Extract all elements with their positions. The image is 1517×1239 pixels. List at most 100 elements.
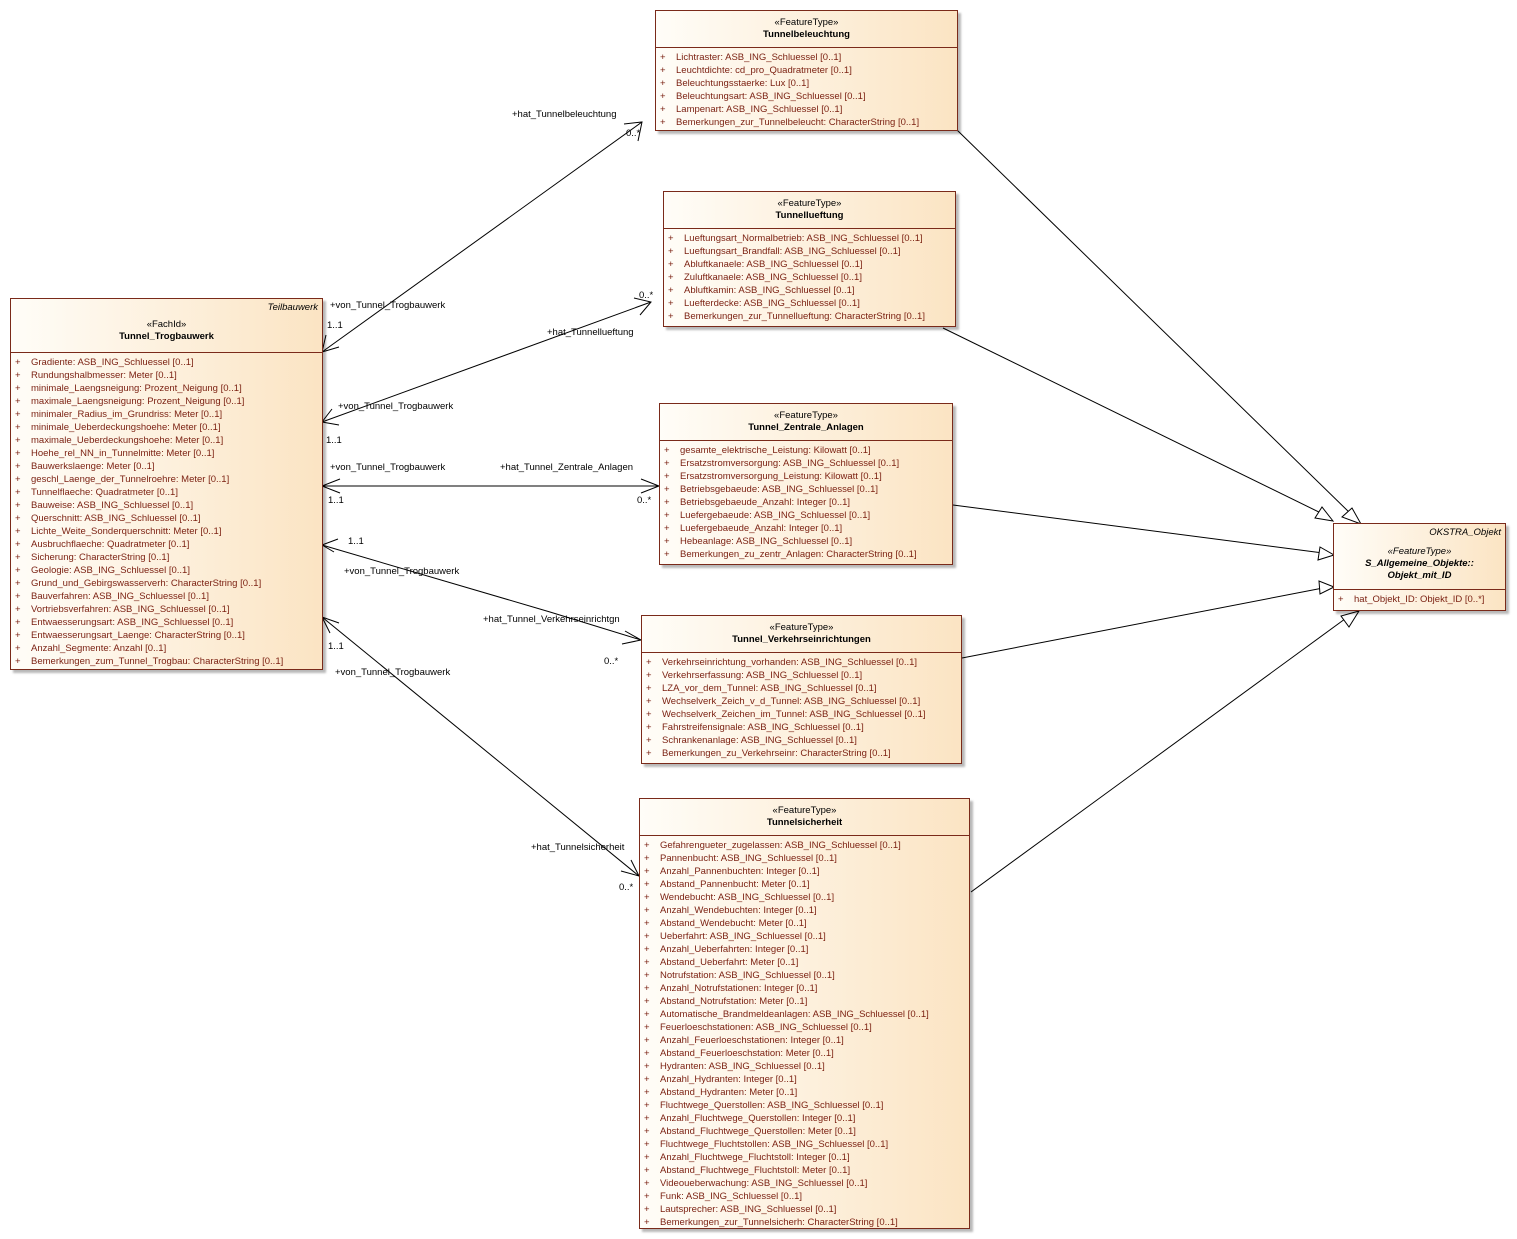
class-tunnel-verkehrseinrichtungen[interactable]: «FeatureType» Tunnel_Verkehrseinrichtung… — [641, 615, 962, 764]
attribute-row[interactable]: +Bemerkungen_zur_Tunnelbeleucht: Charact… — [656, 116, 957, 129]
assoc-line-beleuchtung[interactable] — [321, 121, 643, 353]
class-tunnelsicherheit[interactable]: «FeatureType» Tunnelsicherheit +Gefahren… — [639, 798, 970, 1229]
attribute-row[interactable]: +Tunnelflaeche: Quadratmeter [0..1] — [11, 486, 322, 499]
attribute-row[interactable]: +Funk: ASB_ING_Schluessel [0..1] — [640, 1190, 969, 1203]
attribute-row[interactable]: +Rundungshalbmesser: Meter [0..1] — [11, 369, 322, 382]
attribute-row[interactable]: +Abluftkamin: ASB_ING_Schluessel [0..1] — [664, 284, 955, 297]
attribute-row[interactable]: +Querschnitt: ASB_ING_Schluessel [0..1] — [11, 512, 322, 525]
attribute-row[interactable]: +Gefahrengueter_zugelassen: ASB_ING_Schl… — [640, 839, 969, 852]
attribute-row[interactable]: +geschl_Laenge_der_Tunnelroehre: Meter [… — [11, 473, 322, 486]
attribute-row[interactable]: +Entwaesserungsart_Laenge: CharacterStri… — [11, 629, 322, 642]
attribute-row[interactable]: +Abstand_Feuerloeschstation: Meter [0..1… — [640, 1047, 969, 1060]
attribute-row[interactable]: +Automatische_Brandmeldeanlagen: ASB_ING… — [640, 1008, 969, 1021]
assoc-line-sicherheit[interactable] — [321, 616, 640, 877]
attribute-row[interactable]: +Anzahl_Fluchtwege_Querstollen: Integer … — [640, 1112, 969, 1125]
attribute-row[interactable]: +Lichtraster: ASB_ING_Schluessel [0..1] — [656, 51, 957, 64]
attribute-row[interactable]: +Gradiente: ASB_ING_Schluessel [0..1] — [11, 356, 322, 369]
attribute-row[interactable]: +Anzahl_Fluchtwege_Fluchtstoll: Integer … — [640, 1151, 969, 1164]
class-tunnel-trogbauwerk[interactable]: Teilbauwerk «FachId» Tunnel_Trogbauwerk … — [10, 298, 323, 670]
attribute-row[interactable]: +Sicherung: CharacterString [0..1] — [11, 551, 322, 564]
attribute-row[interactable]: +Abstand_Fluchtwege_Querstollen: Meter [… — [640, 1125, 969, 1138]
attribute-row[interactable]: +Anzahl_Wendebuchten: Integer [0..1] — [640, 904, 969, 917]
attribute-row[interactable]: +Bemerkungen_zu_zentr_Anlagen: Character… — [660, 548, 952, 561]
attribute-row[interactable]: +Wechselverk_Zeich_v_d_Tunnel: ASB_ING_S… — [642, 695, 961, 708]
attribute-row[interactable]: +Anzahl_Ueberfahrten: Integer [0..1] — [640, 943, 969, 956]
attribute-row[interactable]: +Lueftungsart_Normalbetrieb: ASB_ING_Sch… — [664, 232, 955, 245]
attribute-row[interactable]: +Bemerkungen_zur_Tunnellueftung: Charact… — [664, 310, 955, 323]
attribute-row[interactable]: +hat_Objekt_ID: Objekt_ID [0..*] — [1334, 593, 1505, 606]
attribute-row[interactable]: +Bauwerkslaenge: Meter [0..1] — [11, 460, 322, 473]
attribute-row[interactable]: +Hoehe_rel_NN_in_Tunnelmitte: Meter [0..… — [11, 447, 322, 460]
attribute-row[interactable]: +Wendebucht: ASB_ING_Schluessel [0..1] — [640, 891, 969, 904]
class-tunnelbeleuchtung[interactable]: «FeatureType» Tunnelbeleuchtung +Lichtra… — [655, 10, 958, 131]
attribute-row[interactable]: +Ersatzstromversorgung_Leistung: Kilowat… — [660, 470, 952, 483]
attribute-row[interactable]: +Luefterdecke: ASB_ING_Schluessel [0..1] — [664, 297, 955, 310]
attribute-row[interactable]: +Bauweise: ASB_ING_Schluessel [0..1] — [11, 499, 322, 512]
class-tunnel-zentrale-anlagen[interactable]: «FeatureType» Tunnel_Zentrale_Anlagen +g… — [659, 403, 953, 565]
attribute-row[interactable]: +Wechselverk_Zeichen_im_Tunnel: ASB_ING_… — [642, 708, 961, 721]
generalization-line-sicherheit[interactable] — [970, 615, 1350, 893]
attribute-row[interactable]: +minimaler_Radius_im_Grundriss: Meter [0… — [11, 408, 322, 421]
attribute-row[interactable]: +Abstand_Ueberfahrt: Meter [0..1] — [640, 956, 969, 969]
attribute-row[interactable]: +Lampenart: ASB_ING_Schluessel [0..1] — [656, 103, 957, 116]
attribute-row[interactable]: +Ausbruchflaeche: Quadratmeter [0..1] — [11, 538, 322, 551]
class-objekt-mit-id[interactable]: OKSTRA_Objekt «FeatureType» S_Allgemeine… — [1333, 523, 1506, 611]
attribute-row[interactable]: +Lichte_Weite_Sonderquerschnitt: Meter [… — [11, 525, 322, 538]
generalization-line-verkehr[interactable] — [961, 587, 1324, 659]
generalization-line-beleuchtung[interactable] — [956, 129, 1353, 516]
attribute-row[interactable]: +Hydranten: ASB_ING_Schluessel [0..1] — [640, 1060, 969, 1073]
attribute-row[interactable]: +Bemerkungen_zu_Verkehrseinr: CharacterS… — [642, 747, 961, 760]
attribute-row[interactable]: +Zuluftkanaele: ASB_ING_Schluessel [0..1… — [664, 271, 955, 284]
assoc-line-lueftung[interactable] — [321, 301, 652, 423]
attribute-row[interactable]: +Verkehrseinrichtung_vorhanden: ASB_ING_… — [642, 656, 961, 669]
class-tunnellueftung[interactable]: «FeatureType» Tunnellueftung +Lueftungsa… — [663, 191, 956, 327]
attribute-row[interactable]: +Beleuchtungsstaerke: Lux [0..1] — [656, 77, 957, 90]
attribute-row[interactable]: +Notrufstation: ASB_ING_Schluessel [0..1… — [640, 969, 969, 982]
attribute-row[interactable]: +minimale_Ueberdeckungshoehe: Meter [0..… — [11, 421, 322, 434]
generalization-line-zentrale[interactable] — [952, 504, 1324, 554]
attribute-row[interactable]: +Entwaesserungsart: ASB_ING_Schluessel [… — [11, 616, 322, 629]
attribute-row[interactable]: +Schrankenanlage: ASB_ING_Schluessel [0.… — [642, 734, 961, 747]
attribute-row[interactable]: +Luefergebaeude_Anzahl: Integer [0..1] — [660, 522, 952, 535]
attribute-row[interactable]: +Bemerkungen_zur_Tunnelsicherh: Characte… — [640, 1216, 969, 1229]
attribute-row[interactable]: +Geologie: ASB_ING_Schluessel [0..1] — [11, 564, 322, 577]
attribute-row[interactable]: +Verkehrserfassung: ASB_ING_Schluessel [… — [642, 669, 961, 682]
attribute-row[interactable]: +Anzahl_Hydranten: Integer [0..1] — [640, 1073, 969, 1086]
attribute-row[interactable]: +gesamte_elektrische_Leistung: Kilowatt … — [660, 444, 952, 457]
attribute-row[interactable]: +Grund_und_Gebirgswasserverh: CharacterS… — [11, 577, 322, 590]
attribute-row[interactable]: +minimale_Laengsneigung: Prozent_Neigung… — [11, 382, 322, 395]
attribute-row[interactable]: +Ersatzstromversorgung: ASB_ING_Schluess… — [660, 457, 952, 470]
attribute-row[interactable]: +Luefergebaeude: ASB_ING_Schluessel [0..… — [660, 509, 952, 522]
attribute-row[interactable]: +Hebeanlage: ASB_ING_Schluessel [0..1] — [660, 535, 952, 548]
attribute-row[interactable]: +Bauverfahren: ASB_ING_Schluessel [0..1] — [11, 590, 322, 603]
attribute-row[interactable]: +Anzahl_Notrufstationen: Integer [0..1] — [640, 982, 969, 995]
attribute-row[interactable]: +Anzahl_Feuerloeschstationen: Integer [0… — [640, 1034, 969, 1047]
attribute-row[interactable]: +Videoueberwachung: ASB_ING_Schluessel [… — [640, 1177, 969, 1190]
attribute-row[interactable]: +Abstand_Pannenbucht: Meter [0..1] — [640, 878, 969, 891]
attribute-row[interactable]: +Vortriebsverfahren: ASB_ING_Schluessel … — [11, 603, 322, 616]
attribute-row[interactable]: +Fahrstreifensignale: ASB_ING_Schluessel… — [642, 721, 961, 734]
attribute-row[interactable]: +Abstand_Notrufstation: Meter [0..1] — [640, 995, 969, 1008]
attribute-row[interactable]: +Fluchtwege_Querstollen: ASB_ING_Schlues… — [640, 1099, 969, 1112]
attribute-row[interactable]: +Lautsprecher: ASB_ING_Schluessel [0..1] — [640, 1203, 969, 1216]
generalization-line-lueftung[interactable] — [942, 327, 1328, 517]
assoc-line-verkehr[interactable] — [321, 544, 642, 641]
attribute-row[interactable]: +Beleuchtungsart: ASB_ING_Schluessel [0.… — [656, 90, 957, 103]
attribute-row[interactable]: +Abstand_Fluchtwege_Fluchtstoll: Meter [… — [640, 1164, 969, 1177]
attribute-row[interactable]: +Bemerkungen_zum_Tunnel_Trogbau: Charact… — [11, 655, 322, 668]
attribute-row[interactable]: +Fluchtwege_Fluchtstollen: ASB_ING_Schlu… — [640, 1138, 969, 1151]
attribute-row[interactable]: +Pannenbucht: ASB_ING_Schluessel [0..1] — [640, 852, 969, 865]
attribute-row[interactable]: +Lueftungsart_Brandfall: ASB_ING_Schlues… — [664, 245, 955, 258]
attribute-row[interactable]: +Leuchtdichte: cd_pro_Quadratmeter [0..1… — [656, 64, 957, 77]
attribute-row[interactable]: +Abstand_Hydranten: Meter [0..1] — [640, 1086, 969, 1099]
attribute-row[interactable]: +Feuerloeschstationen: ASB_ING_Schluesse… — [640, 1021, 969, 1034]
attribute-row[interactable]: +Betriebsgebaeude: ASB_ING_Schluessel [0… — [660, 483, 952, 496]
attribute-row[interactable]: +LZA_vor_dem_Tunnel: ASB_ING_Schluessel … — [642, 682, 961, 695]
attribute-row[interactable]: +maximale_Ueberdeckungshoehe: Meter [0..… — [11, 434, 322, 447]
attribute-row[interactable]: +Ueberfahrt: ASB_ING_Schluessel [0..1] — [640, 930, 969, 943]
attribute-row[interactable]: +Abstand_Wendebucht: Meter [0..1] — [640, 917, 969, 930]
attribute-row[interactable]: +maximale_Laengsneigung: Prozent_Neigung… — [11, 395, 322, 408]
attribute-row[interactable]: +Betriebsgebaeude_Anzahl: Integer [0..1] — [660, 496, 952, 509]
attribute-row[interactable]: +Abluftkanaele: ASB_ING_Schluessel [0..1… — [664, 258, 955, 271]
attribute-row[interactable]: +Anzahl_Pannenbuchten: Integer [0..1] — [640, 865, 969, 878]
